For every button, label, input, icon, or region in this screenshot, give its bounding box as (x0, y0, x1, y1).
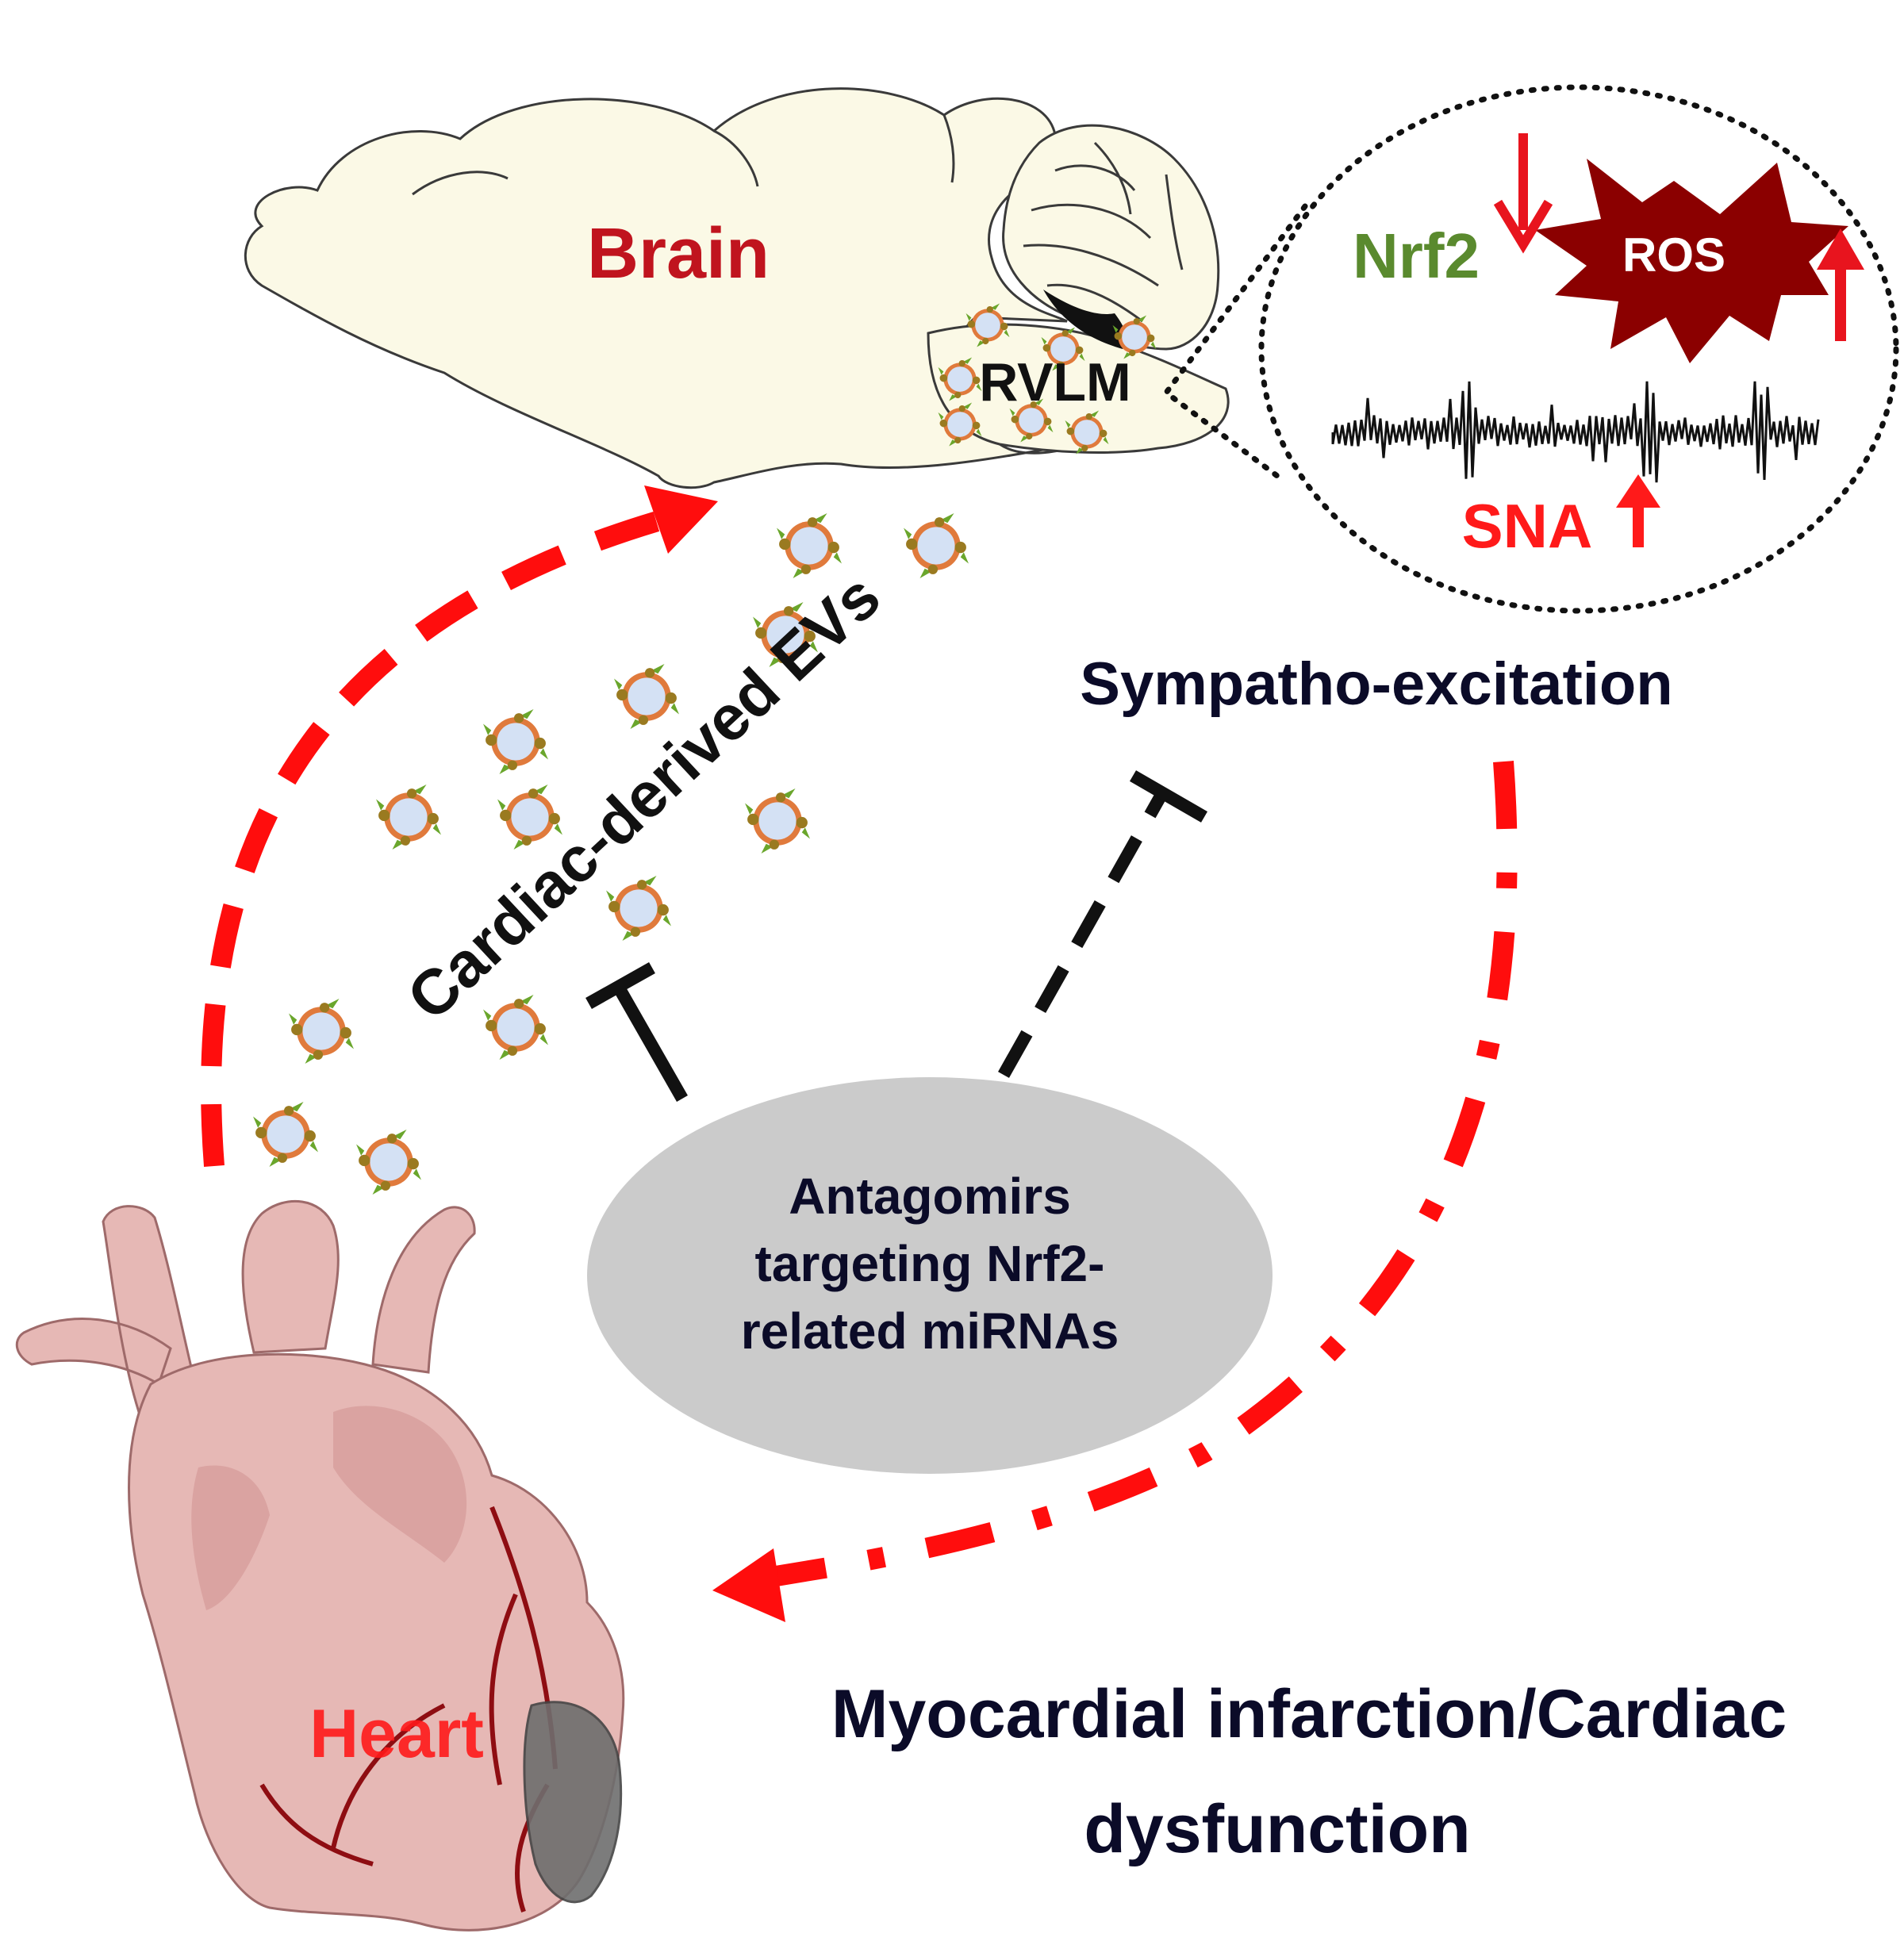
sna-label: SNA (1462, 491, 1593, 561)
sympatho-to-heart-arrowhead (712, 1548, 785, 1622)
extracellular-vesicle-icon (777, 513, 842, 578)
extracellular-vesicle-icon (606, 876, 671, 941)
extracellular-vesicle-icon (483, 709, 548, 774)
extracellular-vesicle-icon (289, 999, 354, 1064)
extracellular-vesicle-icon (376, 785, 441, 850)
extracellular-vesicle-icon (904, 513, 969, 578)
outcome-line-2: dysfunction (1084, 1791, 1470, 1867)
coronary-arteries (259, 1506, 558, 1912)
heart-label: Heart (309, 1696, 484, 1772)
sympatho-excitation-label: Sympatho-excitation (1080, 650, 1672, 718)
rvlm-zoom-callout (1162, 84, 1899, 614)
ev-transport-arrow (201, 504, 685, 1167)
heart-illustration (15, 1199, 625, 1932)
brain-sulci (412, 114, 955, 196)
sna-up-arrow-icon (1616, 474, 1660, 547)
extracellular-vesicle-icon (356, 1130, 421, 1195)
nrf2-down-arrow-icon (1493, 133, 1553, 254)
ev-transport-arrowhead (644, 485, 718, 554)
sympatho-to-heart-arrow (759, 761, 1518, 1589)
extracellular-vesicle-icon (483, 995, 548, 1060)
inhibit-evs-line (585, 962, 688, 1102)
antagomirs-line-2: targeting Nrf2- (755, 1235, 1105, 1292)
antagomir-ellipse (587, 1077, 1273, 1474)
infarct-area (523, 1701, 623, 1904)
ros-label: ROS (1622, 228, 1726, 282)
nrf2-label: Nrf2 (1353, 221, 1480, 291)
extracellular-vesicle-icon (745, 788, 810, 854)
antagomirs-line-3: related miRNAs (741, 1302, 1119, 1360)
brain-cerebellum (1002, 124, 1220, 351)
brain-ventricle (1043, 290, 1127, 349)
ros-burst-icon (1535, 159, 1848, 363)
heart-vessels (15, 1199, 476, 1414)
zoom-circle (1258, 84, 1899, 614)
cardiac-evs-label: Cardiac-derived EVs (393, 561, 893, 1034)
outcome-line-1: Myocardial infarction/Cardiac (831, 1676, 1787, 1752)
zoom-pointer (1162, 203, 1308, 479)
extracellular-vesicle-icon (614, 664, 679, 729)
extracellular-vesicle-icon (253, 1102, 318, 1167)
brain-illustration (244, 87, 1230, 489)
antagomirs-line-1: Antagomirs (789, 1168, 1071, 1225)
rvlm-label: RVLM (979, 352, 1130, 412)
ros-up-arrow-icon (1817, 228, 1864, 341)
brain-label: Brain (587, 214, 770, 293)
inhibit-sympatho-line (998, 770, 1208, 1078)
heart-shading (191, 1406, 467, 1610)
sna-nerve-activity-trace (1331, 381, 1820, 483)
cerebellum-folds (1023, 141, 1184, 323)
